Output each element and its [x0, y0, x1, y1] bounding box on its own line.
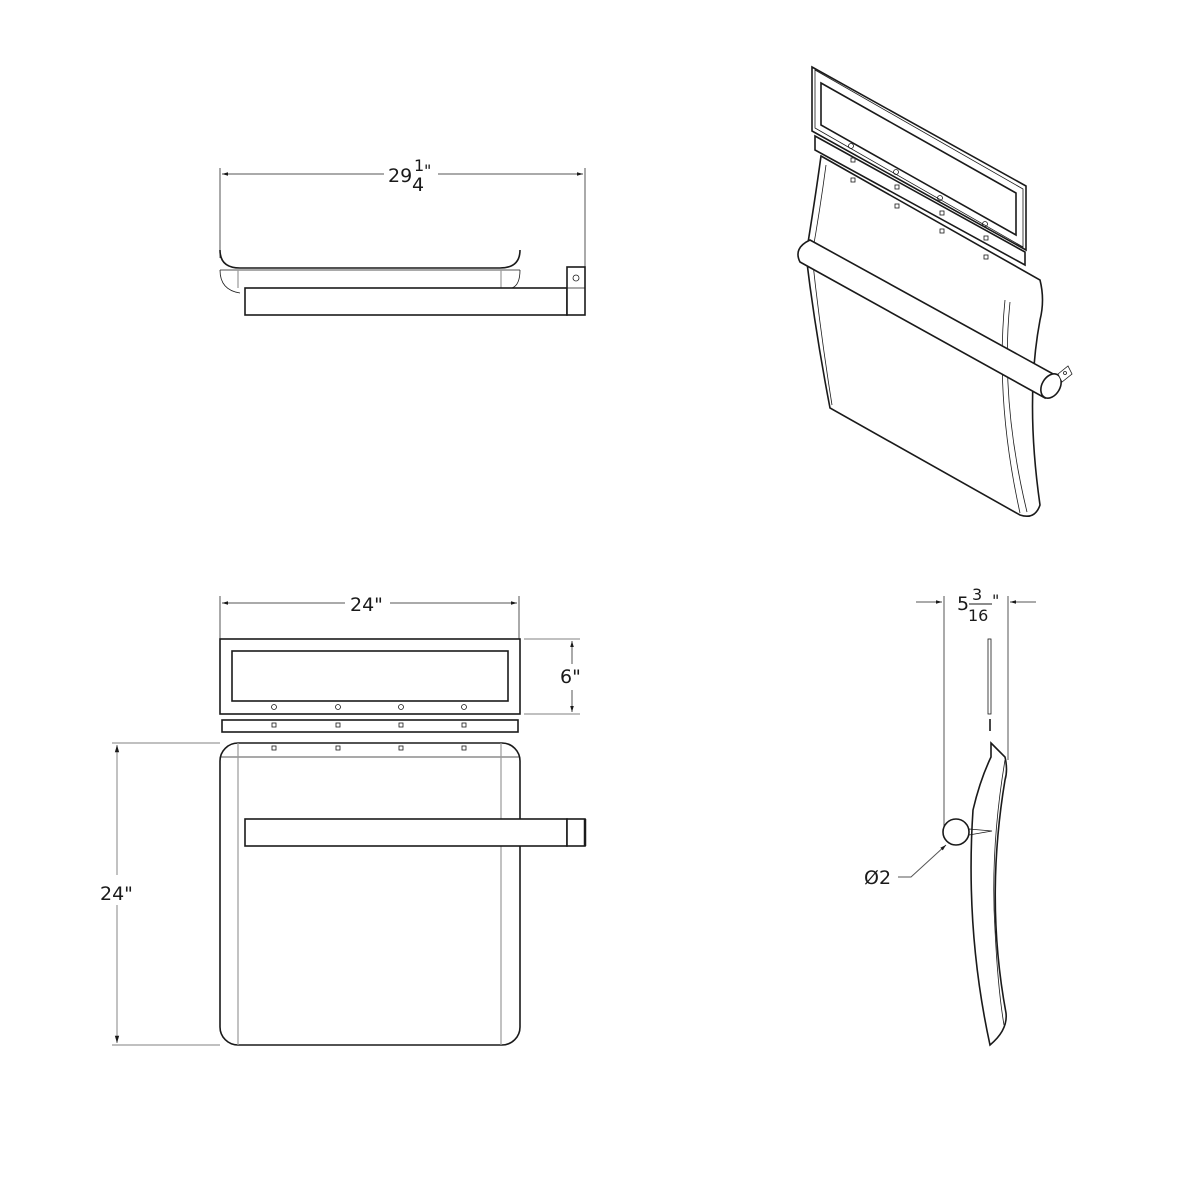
backrest-edge-right [1001, 299, 1021, 514]
bolt-hole-round [893, 169, 899, 175]
dim-whole: 5 [957, 593, 969, 615]
dimension-bar-diameter: Ø2 [864, 867, 891, 889]
bolt-hole-square [850, 157, 856, 163]
header-panel-bevel [814, 69, 1024, 248]
bolt-hole-round [271, 704, 277, 710]
header-panel-window [231, 650, 509, 702]
bolt-hole-square [271, 745, 277, 751]
grab-bar [244, 287, 568, 316]
grab-bar [797, 239, 1057, 400]
dim-whole: 29 [388, 165, 412, 187]
grab-bar-section [942, 818, 970, 846]
bar-bracket [566, 266, 586, 316]
bracket-hole [1063, 371, 1067, 375]
dim-denominator: 16 [968, 606, 988, 625]
dim-unit: " [424, 161, 431, 180]
backrest-panel [219, 742, 521, 1046]
bolt-hole-square [335, 745, 341, 751]
side-view: 5 3 16 " Ø2 [864, 585, 1036, 1047]
bolt-hole-round [398, 704, 404, 710]
backrest-left-curve [219, 269, 241, 294]
bolt-hole-square [894, 184, 900, 190]
dim-unit: " [992, 591, 999, 610]
dim-numerator: 1 [414, 156, 424, 175]
bar-end-cap [1040, 373, 1062, 399]
dimension-depth: 5 3 16 " [957, 585, 999, 625]
dimension-height: 24" [100, 883, 133, 905]
backrest-top-outline [219, 249, 521, 269]
mounting-strip [221, 719, 519, 733]
bolt-hole-round [335, 704, 341, 710]
bolt-hole-square [271, 722, 277, 728]
backrest-edge-right-2 [1006, 301, 1028, 513]
isometric-view [797, 65, 1073, 518]
bolt-hole-square [461, 745, 467, 751]
bolt-hole-round [461, 704, 467, 710]
bolt-hole-square [398, 745, 404, 751]
grab-bar [244, 818, 568, 847]
bolt-hole-square [850, 177, 856, 183]
bracket-hole [572, 274, 580, 282]
leader-line [898, 844, 947, 878]
backrest-inner-edge [993, 759, 1006, 1026]
dimension-overall-width: 29 1 4 " [388, 156, 431, 196]
front-view: 24" 6" [100, 594, 587, 1046]
bolt-hole-square [894, 203, 900, 209]
backrest-side-profile [970, 741, 1008, 1047]
bar-bracket [1057, 365, 1073, 383]
bolt-hole-square [939, 210, 945, 216]
bolt-hole-round [937, 195, 943, 201]
bolt-hole-round [848, 143, 854, 149]
bolt-hole-square [939, 228, 945, 234]
dimension-width: 24" [350, 594, 383, 616]
bolt-hole-round [982, 221, 988, 227]
top-view: 29 1 4 " [219, 156, 586, 316]
bolt-hole-square [461, 722, 467, 728]
dim-denominator: 4 [412, 174, 424, 196]
bolt-hole-square [398, 722, 404, 728]
header-panel-side [987, 638, 992, 715]
bolt-hole-square [983, 235, 989, 241]
header-panel-window [820, 81, 1017, 237]
bar-bracket-side [968, 828, 993, 836]
mounting-strip [814, 134, 1026, 267]
bolt-hole-square [983, 254, 989, 260]
bolt-hole-square [335, 722, 341, 728]
dim-numerator: 3 [972, 585, 982, 604]
dimension-header-height: 6" [560, 666, 581, 688]
bar-bracket [566, 818, 586, 847]
backrest-right-curve [511, 269, 521, 289]
